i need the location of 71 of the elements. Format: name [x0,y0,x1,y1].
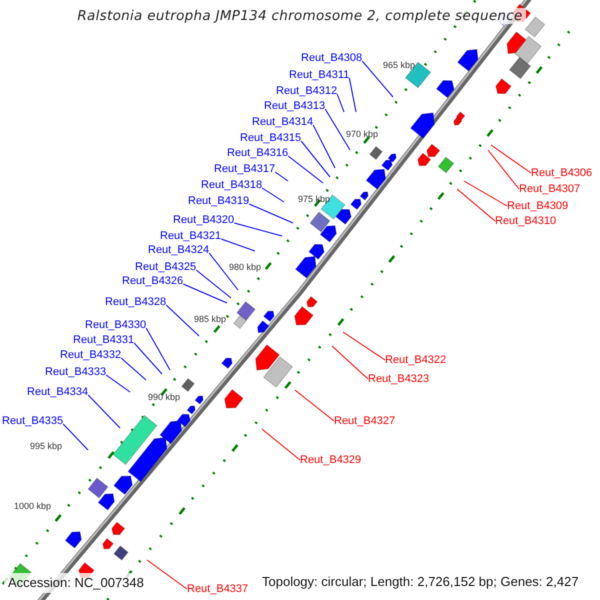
leader-line [362,60,394,98]
gene-label: Reut_B4321 [160,230,222,242]
leader-line [220,238,256,252]
gene-label: Reut_B4325 [135,261,196,273]
leader-line [336,94,344,112]
leader-line [348,78,356,112]
leader-line [208,252,238,290]
leader-line [248,204,294,224]
gene-label: Reut_B4323 [368,373,430,385]
leader-line [146,560,188,590]
gene-label: Reut_B4333 [45,366,106,378]
leader-line [120,358,146,380]
leader-line [88,394,120,428]
leader-line [134,342,162,374]
leader-line [146,328,170,370]
gene-label: Reut_B4312 [276,85,338,97]
gene-label: Reut_B4322 [385,354,446,366]
position-label: 995 kbp [30,441,62,451]
gene-label: Reut_B4320 [173,214,234,226]
position-label: 965 kbp [383,60,416,70]
position-label: 985 kbp [194,314,226,324]
gene-label: Reut_B4309 [507,200,568,212]
leader-line [342,332,386,360]
leader-line [262,188,284,202]
gene-label: Reut_B4324 [148,244,210,256]
gene-label: Reut_B4318 [201,179,262,191]
gene-label: Reut_B4329 [300,454,362,466]
gene-label: Reut_B4316 [227,147,288,159]
gene-label: Reut_B4317 [214,163,276,175]
leader-line [62,424,88,450]
leader-line [464,180,508,206]
leader-line [488,150,520,190]
leader-line [288,156,324,184]
leader-line [456,188,496,222]
gene-label: Reut_B4331 [73,334,134,346]
leader-line [262,428,300,460]
gene-label: Reut_B4330 [85,319,146,331]
gene-label: Reut_B4308 [301,52,362,64]
gene-label: Reut_B4319 [188,195,250,207]
gene-label: Reut_B4332 [60,349,122,361]
leader-line [332,346,368,380]
leader-line [182,284,228,304]
gene-label: Reut_B4310 [495,215,556,227]
leader-line [106,374,130,392]
gene-label: Reut_B4335 [2,415,64,427]
gene-label: Reut_B4307 [519,183,580,195]
gene-label: Reut_B4337 [187,583,248,595]
leader-line [312,124,336,168]
leader-line [234,222,282,236]
gene-label: Reut_B4306 [531,167,592,179]
gene-label: Reut_B4326 [122,275,184,287]
gene-label: Reut_B4334 [27,386,88,398]
position-label: 1000 kbp [14,501,52,511]
gene-label: Reut_B4328 [105,296,166,308]
leader-line [274,172,288,182]
leader-line [196,270,232,298]
position-label: 980 kbp [229,262,262,272]
position-label: 975 kbp [298,194,330,204]
position-label: 990 kbp [148,392,180,402]
gene-label: Reut_B4315 [240,132,302,144]
gene-label: Reut_B4327 [334,415,396,427]
gene-label: Reut_B4313 [264,100,326,112]
summary-text: Topology: circular; Length: 2,726,152 bp; Genes: 2,427 [261,573,580,591]
leader-line [166,304,200,336]
leader-line [294,390,334,422]
position-label: 970 kbp [346,129,378,139]
leader-line [490,144,532,174]
gene-label: Reut_B4314 [252,116,314,128]
leader-line [300,140,330,178]
leader-line [324,108,350,150]
gene-label: Reut_B4311 [289,69,350,81]
